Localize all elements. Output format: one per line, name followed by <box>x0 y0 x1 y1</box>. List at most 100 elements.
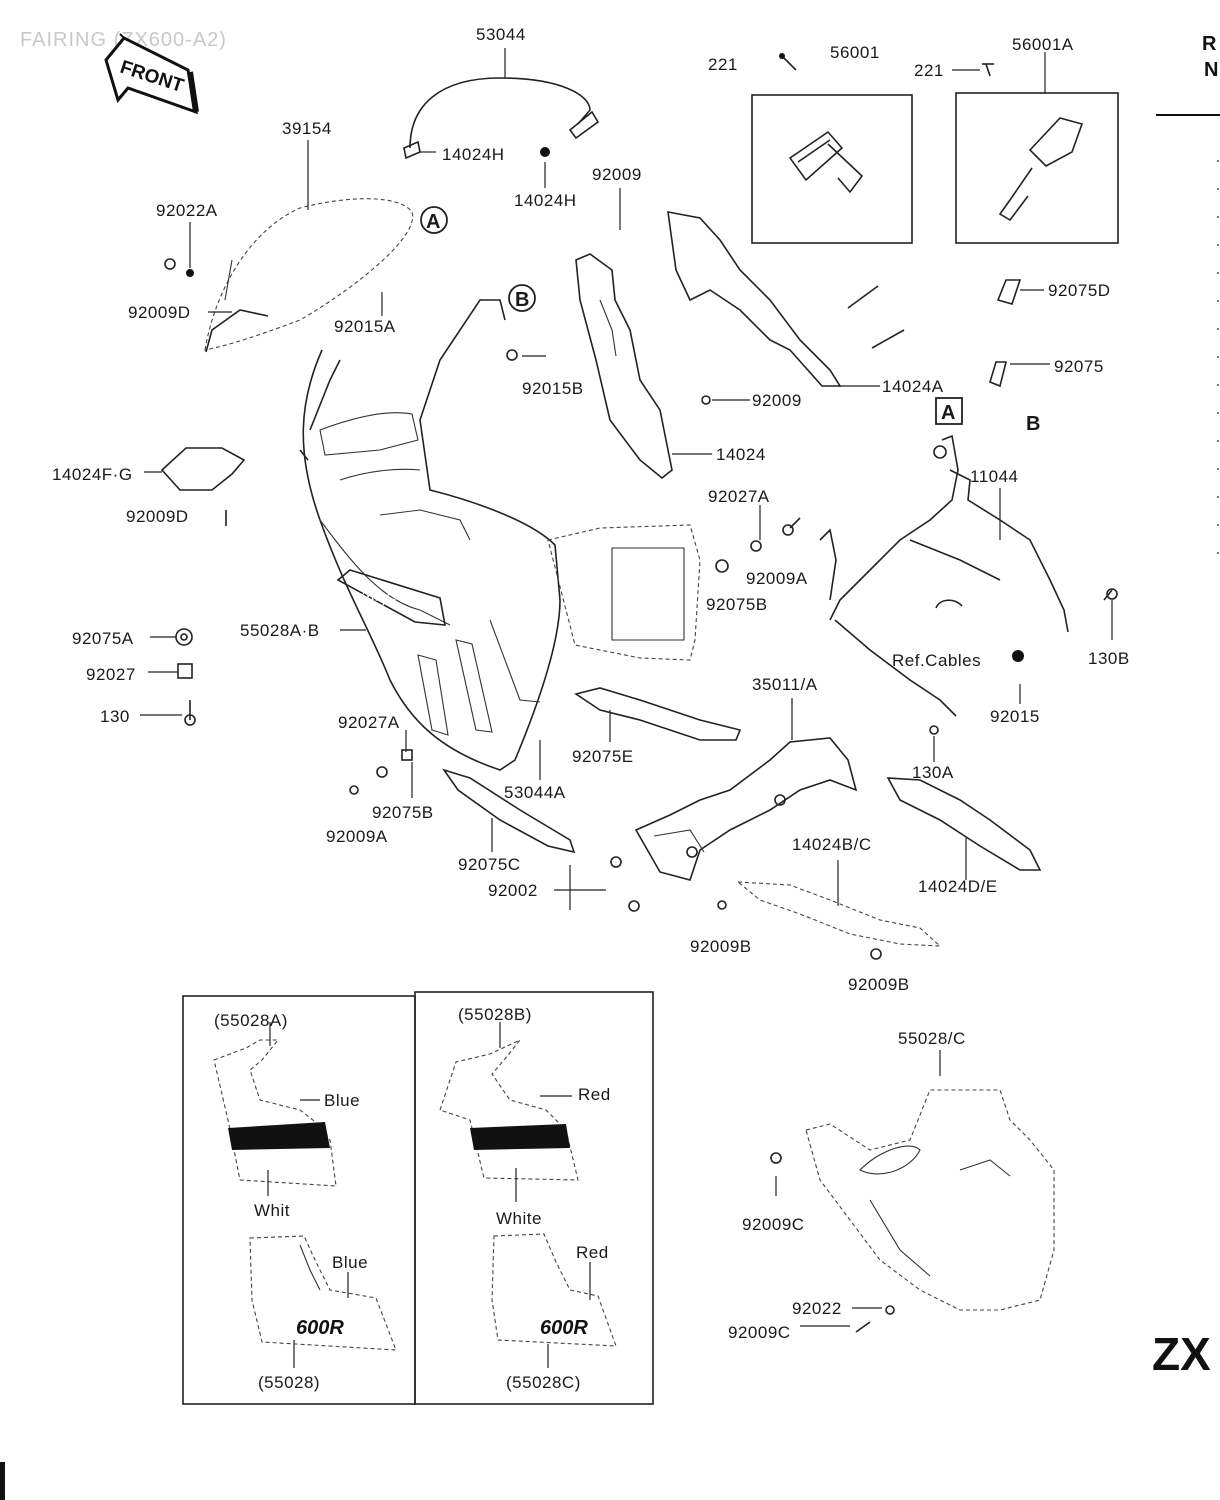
label-92009C-a: 92009C <box>742 1215 805 1234</box>
label-92009C-b: 92009C <box>728 1323 791 1342</box>
color-label-white-right: White <box>496 1209 542 1228</box>
label-92002: 92002 <box>488 881 538 900</box>
label-55028-slash-c: 55028/C <box>898 1029 966 1048</box>
label-55028A-box: (55028A) <box>214 1011 288 1030</box>
fastener-14024H-icon <box>540 147 550 157</box>
label-92009D-b: 92009D <box>126 507 189 526</box>
label-92075B-b: 92075B <box>372 803 434 822</box>
stay-14024A <box>667 211 842 387</box>
upper-fairing-55028 <box>299 299 561 771</box>
stay-92075E <box>574 687 742 741</box>
label-55028AB: 55028A·B <box>240 621 320 640</box>
screw-92075B-icon <box>401 749 413 761</box>
label-221a: 221 <box>708 55 738 74</box>
label-130A: 130A <box>912 763 954 782</box>
label-11044: 11044 <box>970 467 1019 486</box>
ref-circle-b <box>508 284 536 312</box>
decal-box-blue <box>182 995 416 1405</box>
pin-92075-icon <box>989 361 1008 388</box>
mirror-left-part <box>788 130 864 194</box>
mirror-right-box <box>955 92 1119 244</box>
decal-upper-blue <box>213 1039 337 1187</box>
label-92015: 92015 <box>990 707 1040 726</box>
label-14024A: 14024A <box>882 377 944 396</box>
right-edge-letter-r: R <box>1202 33 1217 55</box>
label-92022: 92022 <box>792 1299 842 1318</box>
color-label-red-upper: Red <box>578 1085 611 1104</box>
bottom-right-hardware <box>770 1050 941 1333</box>
decal-box-red <box>414 991 654 1405</box>
label-92009B-b: 92009B <box>848 975 910 994</box>
label-53044: 53044 <box>476 25 526 44</box>
windshield-39154 <box>204 198 414 353</box>
model-decal-left: 600R <box>296 1317 344 1339</box>
label-130B: 130B <box>1088 649 1130 668</box>
corner-model-text: ZX <box>1152 1328 1211 1380</box>
color-labels: Blue Whit Blue Red White Red <box>254 1085 611 1272</box>
grommet-92027-icon <box>177 663 193 679</box>
label-92075: 92075 <box>1054 357 1104 376</box>
label-92075A: 92075A <box>72 629 134 648</box>
label-92009B-a: 92009B <box>690 937 752 956</box>
color-label-white-left: Whit <box>254 1201 290 1220</box>
label-14024H: 14024H <box>514 191 577 210</box>
stay-92075C <box>442 768 576 854</box>
label-39154: 39154 <box>282 119 332 138</box>
ref-letter-a-upper: A <box>426 211 440 233</box>
screw-221-icon <box>779 53 797 71</box>
nut-92027A-icon <box>750 540 762 552</box>
clip-92075A-icon <box>175 628 193 646</box>
label-92015B: 92015B <box>522 379 584 398</box>
label-92027A-a: 92027A <box>708 487 770 506</box>
label-14024: 14024 <box>716 445 766 464</box>
right-edge-letter-n: N <box>1204 59 1218 81</box>
label-ref-cables: Ref.Cables <box>892 651 981 670</box>
lower-cowl-55028C <box>805 1089 1055 1311</box>
bolt-130-icon <box>184 700 196 726</box>
label-53044A: 53044A <box>504 783 566 802</box>
label-55028B-box: (55028B) <box>458 1005 532 1024</box>
screw-92002-icon <box>610 856 640 912</box>
stay-14024 <box>575 253 673 480</box>
pin-92075D-icon <box>996 279 1022 305</box>
label-92027A-b: 92027A <box>338 713 400 732</box>
cable-clamp-icon <box>935 599 963 609</box>
color-label-blue-upper: Blue <box>324 1091 360 1110</box>
label-56001: 56001 <box>830 43 880 62</box>
stay-14024DE <box>886 777 1042 871</box>
label-221b: 221 <box>914 61 944 80</box>
label-92075E: 92075E <box>572 747 634 766</box>
label-92009D-a: 92009D <box>128 303 191 322</box>
clip-pair-icon <box>847 285 905 349</box>
ref-letter-a-right: A <box>941 402 955 424</box>
screw-221b-icon <box>982 63 994 77</box>
subframe-11044 <box>819 434 1069 717</box>
label-92075D: 92075D <box>1048 281 1111 300</box>
label-92075B-a: 92075B <box>706 595 768 614</box>
bolt-130A-icon <box>929 725 939 735</box>
bolt-92009A-icon <box>782 517 801 536</box>
part-labels: 53044 56001 56001A 221 221 39154 14024H … <box>52 25 1130 1392</box>
label-92009A-a: 92009A <box>746 569 808 588</box>
label-14024DE: 14024D/E <box>918 877 998 896</box>
ref-box-a <box>935 397 963 425</box>
decal-lower-blue <box>249 1235 397 1351</box>
label-92015A: 92015A <box>334 317 396 336</box>
label-55028-box: (55028) <box>258 1373 320 1392</box>
label-35011A: 35011/A <box>752 675 818 694</box>
mirror-right-part <box>998 117 1084 222</box>
ninja-decal: Ninja <box>358 583 398 610</box>
label-14024H-a: 14024H <box>442 145 505 164</box>
label-56001A: 56001A <box>1012 35 1074 54</box>
screw-92009B-icon <box>717 900 882 960</box>
leader-lines <box>140 140 1113 910</box>
label-14024BC: 14024B/C <box>792 835 872 854</box>
left-edge-bar <box>0 1462 5 1500</box>
ref-circle-a-upper <box>420 206 448 234</box>
decal-lower-red <box>491 1233 617 1347</box>
screw-92009-icon <box>701 395 711 405</box>
label-55028C-box: (55028C) <box>506 1373 581 1392</box>
label-92009-a: 92009 <box>592 165 642 184</box>
stay-14024FG <box>160 447 246 491</box>
model-decal-right: 600R <box>540 1317 588 1339</box>
